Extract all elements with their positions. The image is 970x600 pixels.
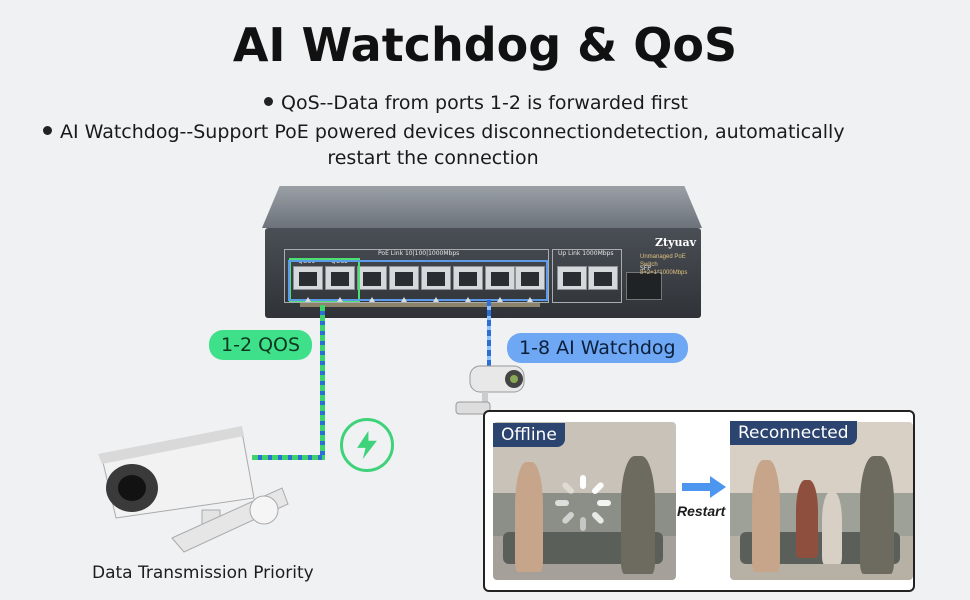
led-strip — [300, 303, 540, 307]
model-label: Unmanaged PoE Switch 8+2+1*1000Mbps — [640, 254, 688, 276]
poe-port-6 — [453, 266, 483, 290]
bullet-dot-icon — [264, 97, 273, 106]
brand-logo: Ztyuav — [655, 236, 697, 249]
bullet-watchdog: AI Watchdog--Support PoE powered devices… — [43, 121, 933, 169]
poe-port-group — [284, 249, 549, 303]
port-arrow-icon — [305, 297, 311, 302]
poe-port-5 — [421, 266, 451, 290]
sfp-port — [626, 272, 662, 300]
uplink-port-2 — [588, 266, 618, 290]
qos-cable-horizontal — [252, 455, 325, 460]
right-arrow-icon — [682, 476, 726, 498]
port-arrow-icon — [465, 297, 471, 302]
page-title: AI Watchdog & QoS — [232, 18, 738, 72]
poe-port-8 — [515, 266, 545, 290]
bullet-watchdog-text: AI Watchdog--Support PoE powered devices… — [60, 121, 845, 143]
security-camera-icon — [98, 426, 289, 553]
person — [860, 456, 894, 574]
port-arrow-icon — [401, 297, 407, 302]
port-arrow-icon — [433, 297, 439, 302]
switch-top — [262, 186, 702, 228]
qos-cable — [320, 305, 325, 460]
port-arrow-icon — [497, 297, 503, 302]
lightning-bolt-icon — [340, 418, 394, 472]
loading-spinner-icon — [555, 475, 611, 531]
bullet-watchdog-text-cont: restart the connection — [327, 147, 539, 169]
offline-tag: Offline — [493, 423, 565, 447]
person — [515, 462, 543, 572]
poe-port-2 — [325, 266, 355, 290]
bullet-dot-icon — [43, 126, 52, 135]
poe-port-3 — [357, 266, 387, 290]
poe-link-label: PoE Link 10|100|1000Mbps — [378, 250, 460, 257]
restart-label: Restart — [677, 503, 726, 519]
poe-port-1 — [293, 266, 323, 290]
watchdog-pill: 1-8 AI Watchdog — [507, 333, 688, 363]
uplink-label: Up Link 1000Mbps — [558, 250, 614, 257]
person — [796, 480, 818, 558]
person — [822, 492, 842, 564]
watchdog-highlight-box — [288, 260, 548, 301]
offline-photo — [493, 422, 676, 580]
bullet-qos: QoS--Data from ports 1-2 is forwarded fi… — [264, 92, 688, 114]
poe-port-4 — [389, 266, 419, 290]
qos-pill: 1-2 QOS — [209, 330, 313, 360]
port-arrow-icon — [337, 297, 343, 302]
watchdog-cable — [487, 300, 491, 368]
reconnected-photo — [730, 422, 913, 580]
bullet-qos-text: QoS--Data from ports 1-2 is forwarded fi… — [281, 92, 688, 114]
port-arrow-icon — [369, 297, 375, 302]
sfp-label: SFP — [640, 265, 651, 272]
data-priority-caption: Data Transmission Priority — [92, 563, 314, 583]
uplink-port-group — [552, 249, 622, 303]
uplink-port-1 — [557, 266, 587, 290]
port-arrow-icon — [527, 297, 533, 302]
person — [752, 460, 780, 572]
qos-highlight-box — [289, 258, 360, 302]
person — [621, 456, 655, 574]
poe-port-7 — [485, 266, 515, 290]
reconnected-tag: Reconnected — [730, 421, 857, 445]
security-camera-icon — [455, 365, 525, 415]
